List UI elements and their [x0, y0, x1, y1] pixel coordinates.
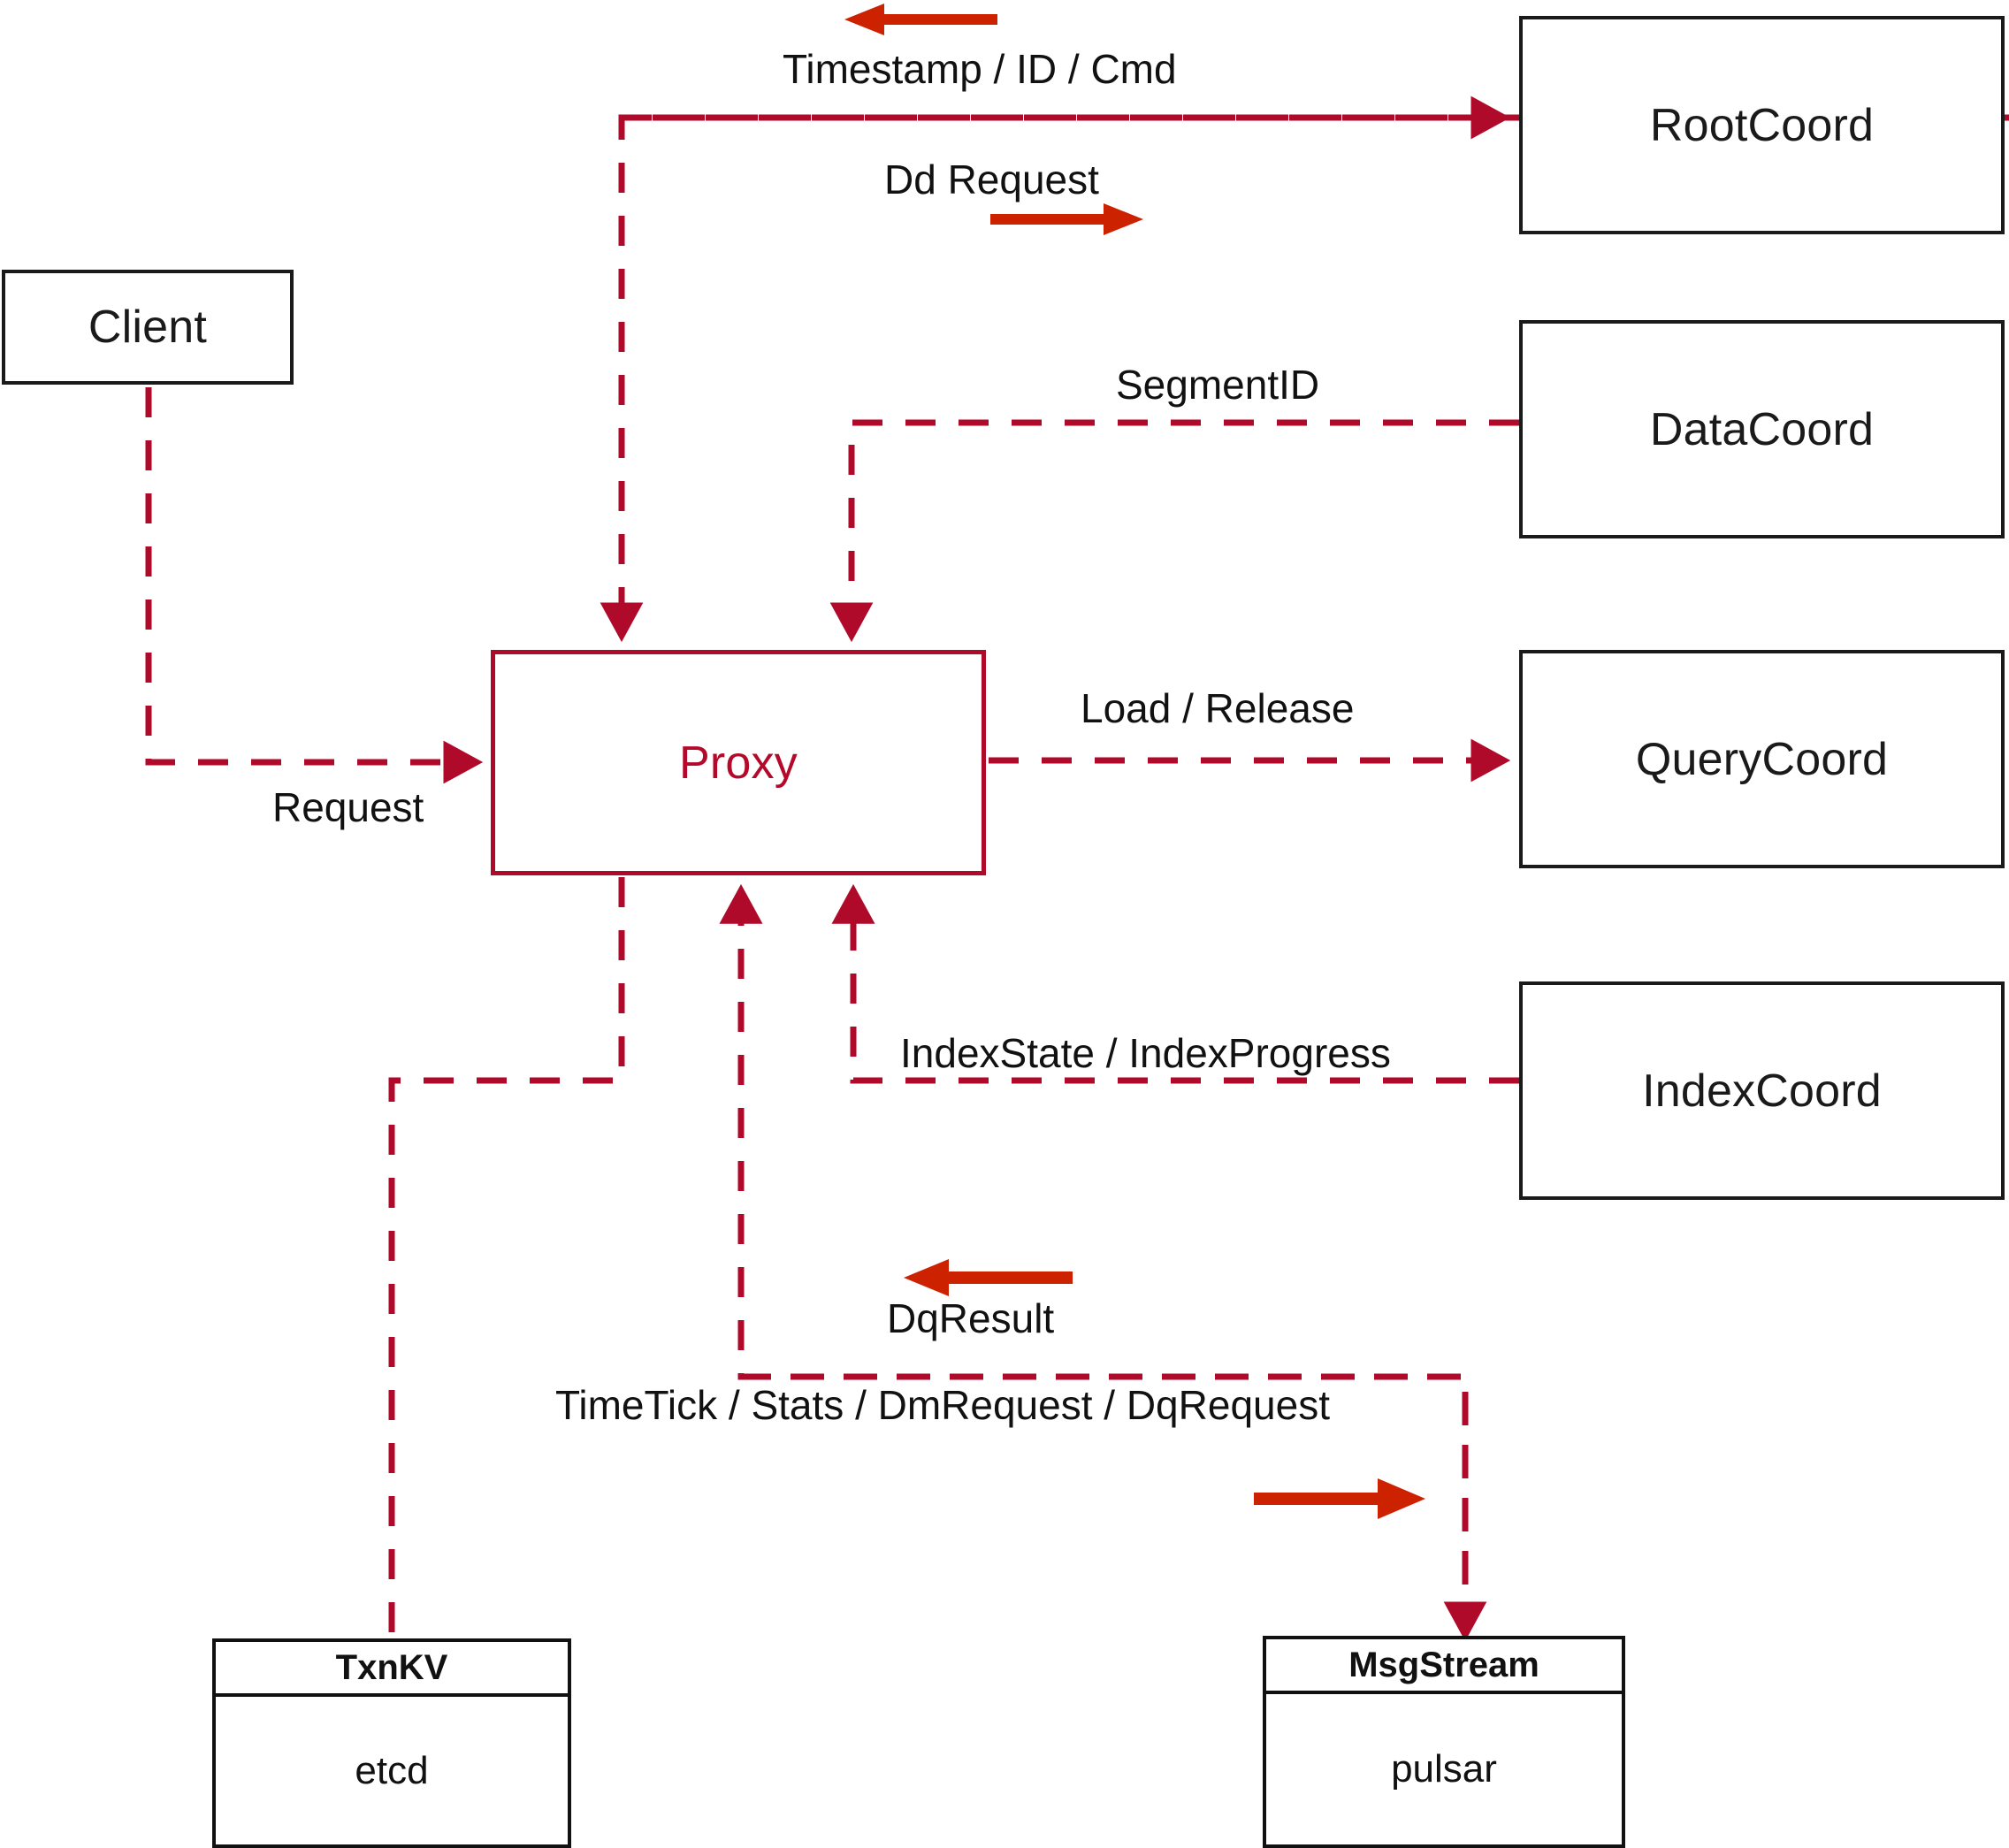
node-datacoord[interactable]: DataCoord: [1519, 320, 2005, 538]
edge-label-index-state-progress: IndexState / IndexProgress: [900, 1030, 1391, 1076]
node-txnkv-body: etcd: [216, 1697, 568, 1844]
connector-proxy-msgstream: [719, 883, 1487, 1642]
arrow-dqresult-left-icon: [904, 1259, 1073, 1296]
node-msgstream-title: MsgStream: [1348, 1645, 1539, 1684]
connector-datacoord-to-proxy: [829, 419, 1519, 643]
edge-label-timestamp-id-cmd: Timestamp / ID / Cmd: [783, 46, 1177, 92]
edge-label-load-release: Load / Release: [1081, 685, 1355, 731]
node-datacoord-label: DataCoord: [1649, 403, 1875, 455]
node-querycoord-label: QueryCoord: [1635, 733, 1889, 785]
node-msgstream-header: MsgStream: [1266, 1639, 1622, 1694]
connector-client-to-proxy: [145, 387, 484, 784]
node-rootcoord-label: RootCoord: [1649, 99, 1875, 151]
arrow-dqrequest-right-icon: [1254, 1478, 1425, 1519]
node-txnkv-header: TxnKV: [216, 1642, 568, 1697]
node-indexcoord-label: IndexCoord: [1642, 1065, 1882, 1117]
arrow-ddrequest-right-icon: [990, 203, 1143, 235]
node-msgstream-body: pulsar: [1266, 1694, 1622, 1844]
node-txnkv-title: TxnKV: [335, 1647, 448, 1687]
node-msgstream-impl: pulsar: [1391, 1747, 1497, 1791]
edge-label-request: Request: [272, 784, 424, 830]
node-client-label: Client: [88, 302, 208, 353]
node-rootcoord[interactable]: RootCoord: [1519, 16, 2005, 234]
arrow-timestamp-left-icon: [844, 4, 997, 35]
edge-label-timetick-stats-dm-dq: TimeTick / Stats / DmRequest / DqRequest: [555, 1382, 1330, 1428]
edge-label-dd-request: Dd Request: [884, 157, 1099, 202]
node-client[interactable]: Client: [2, 270, 294, 385]
node-querycoord[interactable]: QueryCoord: [1519, 650, 2005, 868]
node-proxy[interactable]: Proxy: [491, 650, 986, 875]
node-indexcoord[interactable]: IndexCoord: [1519, 981, 2005, 1200]
node-txnkv[interactable]: TxnKV etcd: [212, 1638, 571, 1848]
node-txnkv-impl: etcd: [355, 1748, 429, 1792]
edge-label-segment-id: SegmentID: [1116, 362, 1320, 408]
edge-label-dq-result: DqResult: [887, 1295, 1055, 1341]
node-msgstream[interactable]: MsgStream pulsar: [1263, 1636, 1625, 1848]
connector-proxy-to-txnkv: [388, 877, 625, 1637]
connector-indexcoord-to-proxy: [831, 883, 1519, 1084]
node-proxy-label: Proxy: [679, 737, 798, 789]
